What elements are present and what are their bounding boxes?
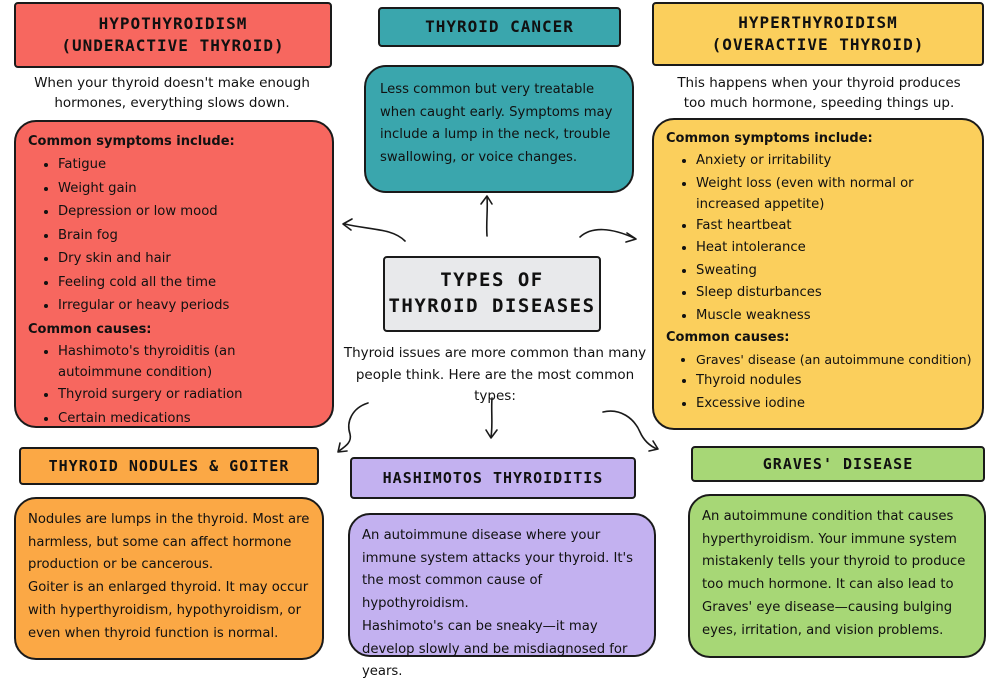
list-item: Weight gain bbox=[58, 177, 322, 201]
list-item: Graves' disease (an autoimmune condition… bbox=[696, 349, 972, 370]
list-item: Brain fog bbox=[58, 224, 322, 248]
hypo-symptoms-heading: Common symptoms include: bbox=[28, 134, 235, 149]
list-item: Weight loss (even with normal or increas… bbox=[696, 173, 972, 215]
hypo-causes-list: Hashimoto's thyroiditis (an autoimmune c… bbox=[28, 341, 322, 430]
arrow-to-hashimotos bbox=[490, 397, 493, 438]
center-title-line1: TYPES OF bbox=[440, 269, 544, 292]
nodules-text2: Goiter is an enlarged thyroid. It may oc… bbox=[28, 580, 309, 641]
thyroid-cancer-title: THYROID CANCER bbox=[378, 7, 621, 47]
hyper-causes-heading: Common causes: bbox=[666, 329, 790, 345]
graves-text: An autoimmune condition that causes hype… bbox=[688, 494, 986, 658]
arrow-to-nodules bbox=[338, 402, 369, 452]
list-item: Heat intolerance bbox=[696, 237, 972, 259]
nodules-text1: Nodules are lumps in the thyroid. Most a… bbox=[28, 512, 310, 573]
hypothyroidism-intro: When your thyroid doesn't make enough ho… bbox=[34, 75, 310, 112]
list-item: Sweating bbox=[696, 260, 972, 282]
hypothyroidism-title-line1: HYPOTHYROIDISM bbox=[98, 14, 248, 34]
hyper-symptoms-list: Anxiety or irritability Weight loss (eve… bbox=[666, 150, 972, 327]
hyperthyroidism-title: HYPERTHYROIDISM (OVERACTIVE THYROID) bbox=[652, 2, 984, 66]
list-item: Depression or low mood bbox=[58, 200, 322, 224]
hyperthyroidism-details: Common symptoms include: Anxiety or irri… bbox=[652, 118, 984, 430]
nodules-details: Nodules are lumps in the thyroid. Most a… bbox=[14, 497, 324, 660]
hashimotos-details: An autoimmune disease where your immune … bbox=[348, 513, 656, 679]
center-title-line2: THYROID DISEASES bbox=[388, 295, 596, 317]
connector-arrows bbox=[337, 195, 659, 453]
hypo-causes-heading: Common causes: bbox=[28, 321, 152, 337]
arrow-to-hypothyroidism bbox=[344, 223, 406, 242]
list-item: Muscle weakness bbox=[696, 305, 972, 327]
center-title: TYPES OF THYROID DISEASES bbox=[383, 256, 601, 332]
hyperthyroidism-title-line2: (OVERACTIVE THYROID) bbox=[711, 35, 925, 54]
hypothyroidism-title: HYPOTHYROIDISM (UNDERACTIVE THYROID) bbox=[14, 2, 332, 68]
hyperthyroidism-title-line1: HYPERTHYROIDISM bbox=[738, 13, 898, 33]
arrow-to-hyperthyroidism bbox=[579, 228, 635, 239]
list-item: Dry skin and hair bbox=[58, 247, 322, 271]
hashimotos-text1: An autoimmune disease where your immune … bbox=[362, 528, 634, 612]
list-item: Fast heartbeat bbox=[696, 215, 972, 237]
hypothyroidism-details: Common symptoms include: Fatigue Weight … bbox=[14, 120, 334, 428]
hashimotos-title: HASHIMOTOS THYROIDITIS bbox=[350, 457, 636, 499]
list-item: Anxiety or irritability bbox=[696, 150, 972, 172]
list-item: Thyroid nodules bbox=[696, 370, 972, 392]
arrow-to-cancer bbox=[485, 196, 489, 237]
hypothyroidism-title-line2: (UNDERACTIVE THYROID) bbox=[61, 36, 285, 55]
arrow-to-graves bbox=[602, 410, 658, 450]
nodules-title: THYROID NODULES & GOITER bbox=[19, 447, 319, 485]
list-item: Thyroid surgery or radiation bbox=[58, 383, 322, 407]
list-item: Irregular or heavy periods bbox=[58, 294, 322, 318]
list-item: Feeling cold all the time bbox=[58, 271, 322, 295]
hyper-symptoms-heading: Common symptoms include: bbox=[666, 131, 873, 146]
graves-title: GRAVES' DISEASE bbox=[691, 446, 985, 482]
list-item: Certain medications bbox=[58, 407, 322, 431]
list-item: Fatigue bbox=[58, 153, 322, 177]
thyroid-cancer-text: Less common but very treatable when caug… bbox=[364, 65, 634, 193]
hypo-symptoms-list: Fatigue Weight gain Depression or low mo… bbox=[28, 153, 322, 318]
list-item: Hashimoto's thyroiditis (an autoimmune c… bbox=[58, 341, 322, 383]
list-item: Excessive iodine bbox=[696, 393, 972, 415]
hyperthyroidism-intro: This happens when your thyroid produces … bbox=[677, 75, 961, 112]
center-intro: Thyroid issues are more common than many… bbox=[343, 345, 647, 405]
hyper-causes-list: Graves' disease (an autoimmune condition… bbox=[666, 349, 972, 415]
list-item: Sleep disturbances bbox=[696, 282, 972, 304]
